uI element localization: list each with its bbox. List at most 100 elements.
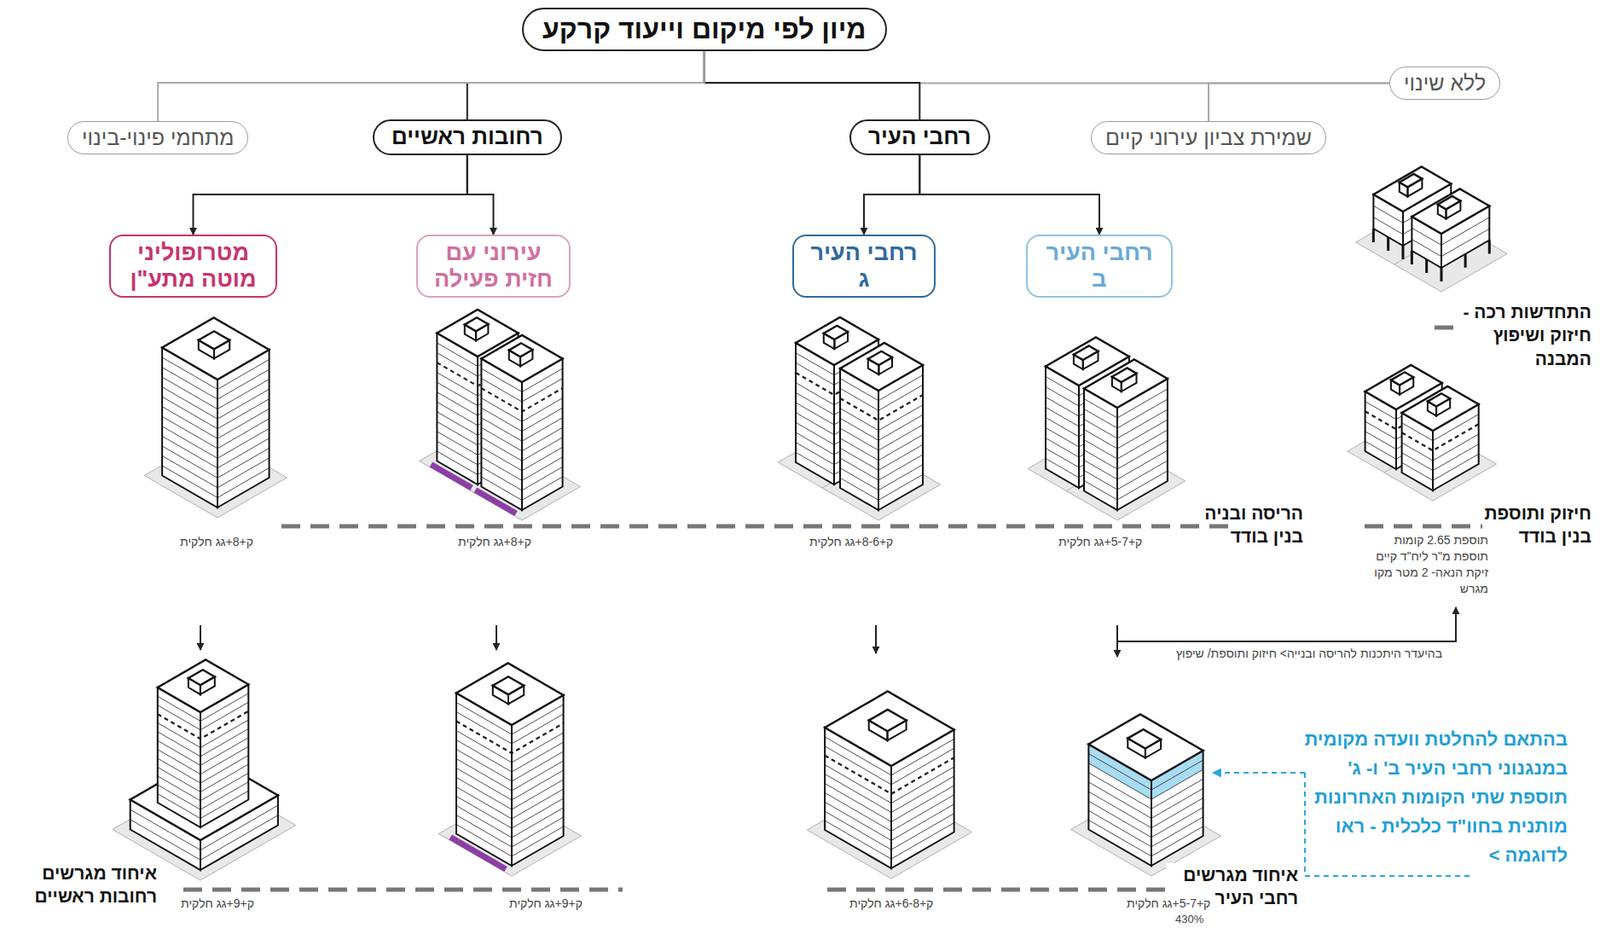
annotation-text: ק+8+גג חלקית (179, 533, 254, 550)
node-text: מטרופוליני מוטה מתע"ן (124, 239, 262, 293)
roof (509, 342, 534, 357)
roof (1112, 368, 1137, 383)
building-group (419, 309, 581, 521)
tree-connector (1208, 82, 1390, 122)
dashed-divider (183, 887, 623, 893)
floor-line (824, 774, 955, 813)
roof (1427, 393, 1450, 406)
annotation-text: ק+5-7+גג חלקית (1126, 895, 1211, 911)
category-box: רחבי העיר (849, 119, 991, 156)
tree-connector (467, 51, 705, 120)
floor-line (824, 783, 955, 823)
category-box: רחבי העיר ג (792, 234, 936, 298)
tree-connector (863, 155, 920, 235)
roof (464, 317, 489, 331)
roof (1073, 346, 1099, 361)
floor-line (162, 435, 270, 469)
building-group (1356, 167, 1508, 293)
floor-line (162, 376, 270, 410)
annotation-text: הריסה ובניה בנין בודד (1196, 501, 1304, 549)
building-group (438, 663, 581, 877)
floor-line (824, 792, 955, 831)
tree-connector (193, 155, 468, 235)
category-box: שמירת צביון עירוני קיים (1090, 121, 1327, 155)
annotation-text: התחדשות רכה -חיזוק ושיפוץ המבנה (1460, 300, 1592, 371)
node-text: רחובות ראשיים (391, 124, 544, 151)
down-arrow (495, 625, 498, 650)
floor-line (157, 746, 249, 775)
annotation-text: ק+6-8+גג חלקית (849, 895, 934, 911)
category-box: רחבי העיר ב (1026, 234, 1173, 298)
pillar (1410, 250, 1414, 265)
building-outline (1045, 366, 1079, 489)
roof (868, 351, 893, 366)
pillar (1386, 237, 1390, 251)
floor-line (1084, 440, 1168, 470)
category-box: רחובות ראשיים (372, 119, 563, 156)
setback-line (456, 721, 564, 754)
floor-line (162, 426, 270, 459)
roof (198, 330, 230, 349)
floor-line (1402, 453, 1479, 481)
floor-line (456, 824, 564, 858)
floor-line (157, 728, 249, 757)
floor-line (162, 465, 270, 499)
tree-connector (919, 155, 1100, 235)
annotation-text: ק+5-7+גג חלקית (1058, 533, 1143, 550)
floor-line (162, 406, 270, 440)
building-group (1071, 714, 1222, 877)
leader-line (1212, 771, 1305, 774)
setback-line (157, 711, 249, 740)
building-outline (795, 342, 835, 485)
floor-line (162, 455, 270, 488)
floor-line (456, 787, 564, 820)
category-box: מיון לפי מיקום וייעוד קרקע (521, 7, 887, 52)
building-group (1347, 365, 1497, 501)
floor-line (1088, 800, 1203, 838)
pillar (1488, 240, 1491, 255)
category-box: מטרופוליני מוטה מתע"ן (109, 234, 278, 298)
building-group (1027, 337, 1186, 522)
floor-line (456, 768, 564, 801)
floor-line (157, 719, 249, 748)
node-text: מתחמי פינוי-בינוי (81, 125, 234, 151)
dashed-divider (1364, 524, 1483, 529)
dashed-divider (281, 524, 1237, 529)
floor-line (1402, 444, 1479, 471)
down-arrow (199, 625, 202, 650)
floor-line (456, 796, 564, 829)
building-outline (521, 359, 563, 511)
pillar (1372, 228, 1375, 243)
roof (1411, 189, 1490, 235)
building-face (436, 333, 478, 486)
building-group (806, 691, 972, 880)
roof (824, 691, 955, 767)
floor-line (1088, 782, 1203, 819)
roof (1084, 359, 1168, 409)
tree-connector (704, 51, 1390, 84)
floor-line (157, 737, 249, 766)
floor-line (162, 446, 270, 479)
annotation-text: בהיעדר היתכנות להריסה ובנייה> חיזוק ותוס… (1176, 645, 1443, 661)
dashed-dividers (183, 327, 1483, 890)
floor-line (456, 749, 564, 783)
building-outline (481, 359, 522, 511)
tree-connector (704, 51, 921, 120)
floor-line (1088, 810, 1203, 847)
floor-line (157, 790, 249, 819)
floor-line (456, 730, 564, 764)
roof (1391, 371, 1414, 385)
floor-line (157, 755, 249, 784)
annotation-text: חיזוק ותוספת בנין בודד (1480, 501, 1592, 549)
floor-line (1411, 228, 1490, 257)
roof (1399, 173, 1423, 187)
floor-line (1084, 450, 1168, 480)
floor-line (162, 387, 270, 420)
floor-line (1084, 419, 1168, 449)
dashed-divider (1434, 325, 1456, 331)
node-text: שמירת צביון עירוני קיים (1105, 125, 1312, 151)
building-face (521, 359, 563, 511)
annotation-text: 430% (1175, 912, 1204, 928)
building-outline (436, 333, 478, 486)
floor-line (157, 782, 249, 811)
